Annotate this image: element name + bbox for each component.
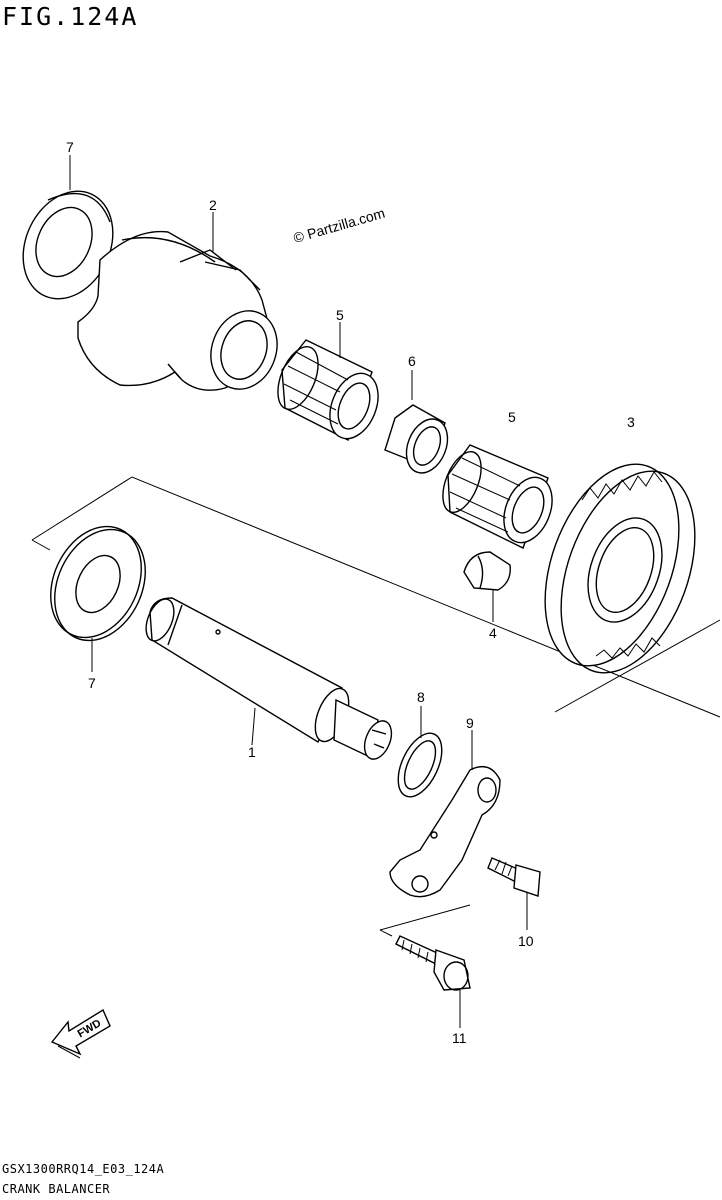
o-ring-part [397, 732, 443, 798]
callout-number: 1 [248, 744, 256, 760]
callout-number: 7 [88, 675, 96, 691]
callout-number: 9 [466, 715, 474, 731]
spacer-part [384, 404, 449, 474]
leader-lines [69, 155, 528, 1028]
balancer-lever-part [389, 766, 501, 898]
balancer-weight-part [77, 230, 278, 391]
callout-number: 5 [508, 409, 516, 425]
bolt-long-part [395, 935, 471, 991]
model-code: GSX1300RRQ14_E03_124A [2, 1162, 165, 1176]
balancer-shaft-part [145, 597, 393, 760]
callout-number: 7 [66, 139, 74, 155]
callout-number: 2 [209, 197, 217, 213]
callout-number: 8 [417, 689, 425, 705]
callout-number: 10 [518, 933, 534, 949]
callout-number: 3 [627, 414, 635, 430]
figure-title: FIG.124A [2, 2, 139, 31]
callout-number: 5 [336, 307, 344, 323]
callout-number: 11 [452, 1030, 467, 1046]
balancer-gear-part [544, 463, 696, 674]
figure-caption: CRANK BALANCER [2, 1182, 111, 1196]
key-part [463, 551, 511, 591]
callout-number: 4 [489, 625, 497, 641]
needle-bearing-b-part [442, 444, 553, 549]
bolt-short-part [487, 857, 541, 897]
callout-number: 6 [408, 353, 416, 369]
oil-seal-lower-part [50, 525, 146, 642]
assembly-outline [31, 476, 721, 937]
needle-bearing-a-part [277, 339, 379, 441]
fwd-arrow-icon: FWD [50, 1008, 111, 1059]
callout-numbers: 7 2 5 6 5 3 4 7 1 8 9 10 11 [66, 139, 635, 1046]
